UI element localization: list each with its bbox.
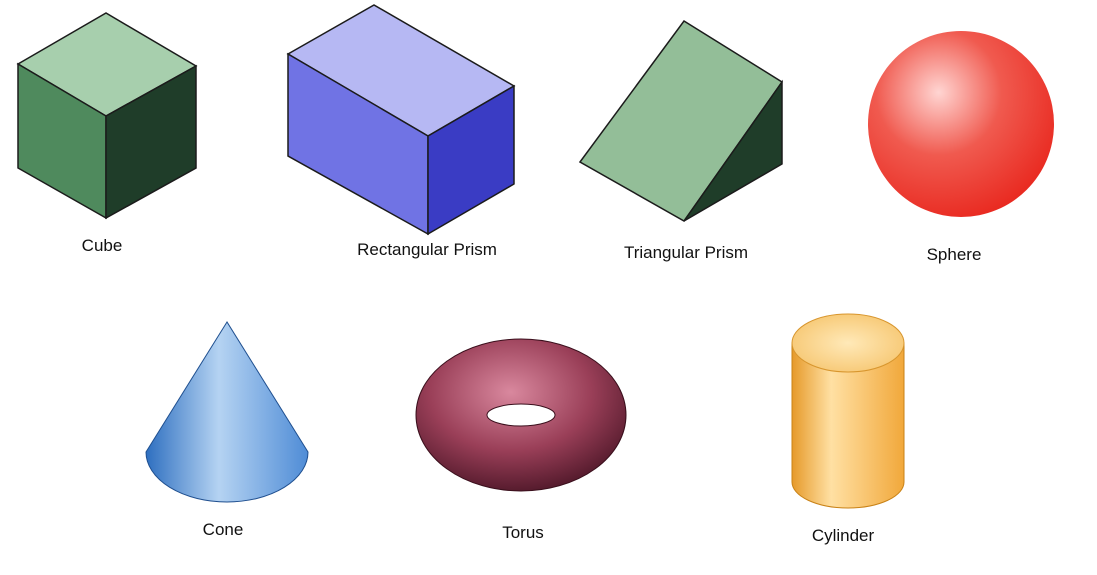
- torus-icon: [415, 338, 627, 492]
- shape-label-rectangular-prism: Rectangular Prism: [357, 240, 497, 259]
- shape-label-torus: Torus: [502, 523, 544, 542]
- triangular-prism-icon: [578, 19, 784, 222]
- shape-label-triangular-prism: Triangular Prism: [623, 243, 749, 262]
- cone-icon: [145, 321, 309, 503]
- rectangular-prism-icon: [286, 4, 516, 236]
- shape-label-cube: Cube: [81, 236, 123, 255]
- shape-label-cone: Cone: [202, 520, 244, 539]
- shape-label-cylinder: Cylinder: [811, 526, 875, 545]
- shape-label-sphere: Sphere: [926, 245, 982, 264]
- cylinder-icon: [791, 313, 905, 509]
- cube-icon: [16, 12, 198, 220]
- sphere-icon: [868, 31, 1054, 217]
